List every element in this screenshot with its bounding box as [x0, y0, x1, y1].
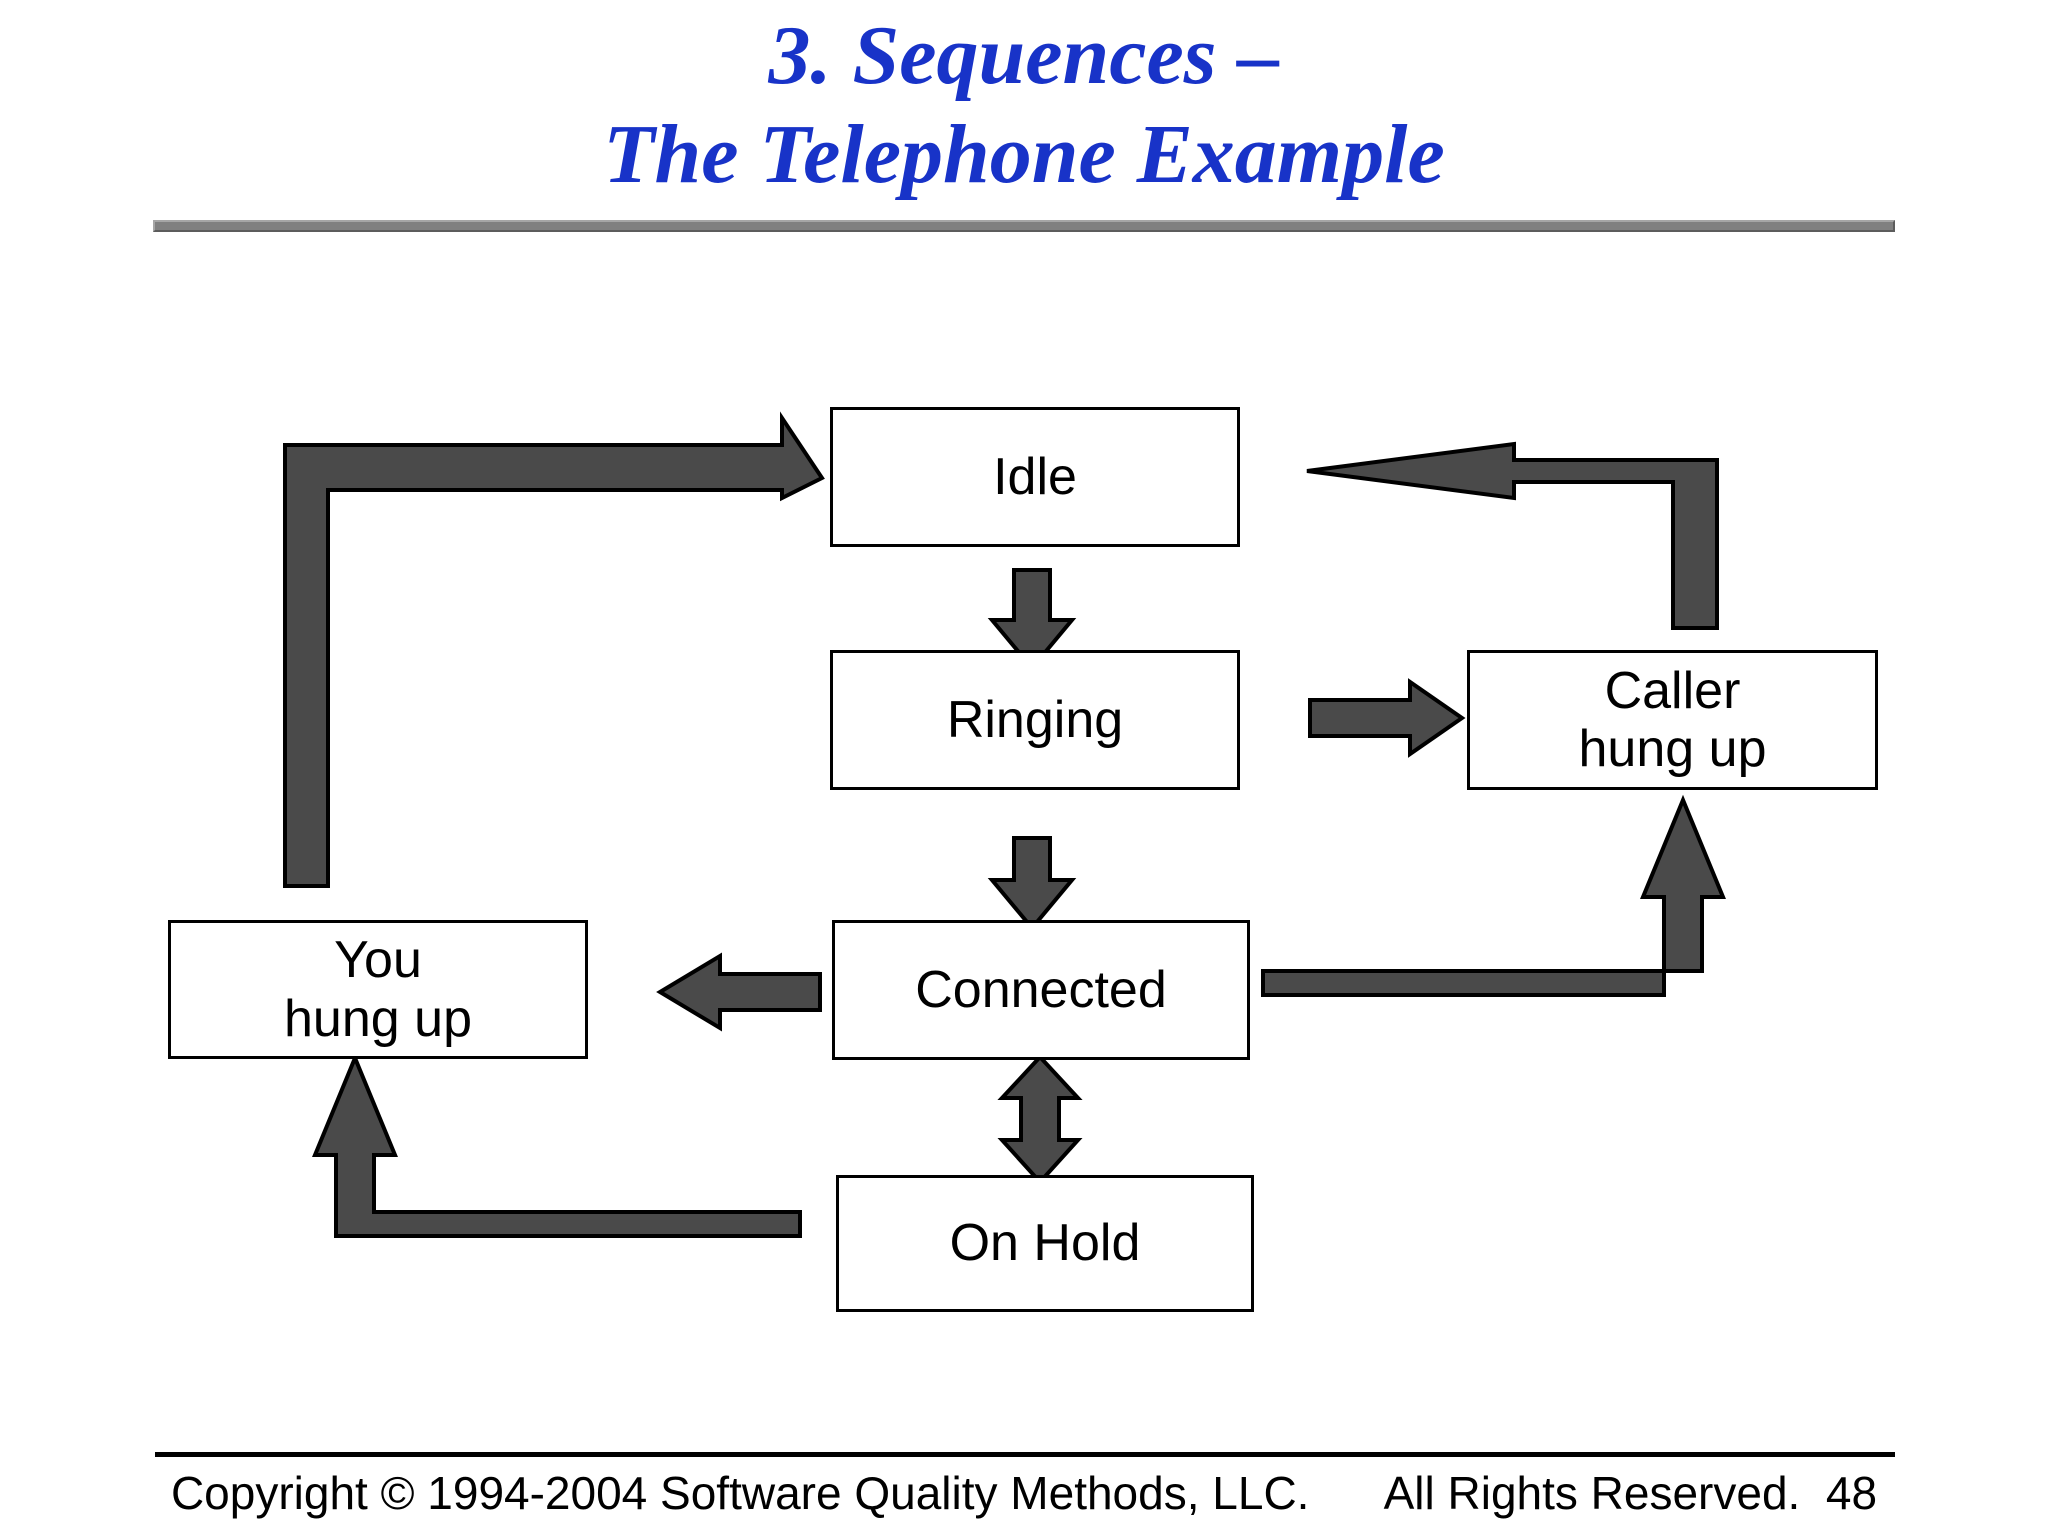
title-line-1: 3. Sequences – — [768, 9, 1280, 102]
footer-divider — [155, 1452, 1895, 1457]
title-divider-bar — [153, 220, 1895, 232]
state-label-on-hold: On Hold — [949, 1214, 1141, 1273]
arrow-ringing-to-caller — [1308, 678, 1466, 758]
arrow-connected-onhold-bidirectional — [997, 1054, 1083, 1185]
state-label-you-hung-up: You hung up — [284, 931, 472, 1048]
state-label-caller-hung-up: Caller hung up — [1578, 661, 1767, 778]
state-box-connected[interactable]: Connected — [832, 920, 1250, 1060]
state-box-idle[interactable]: Idle — [830, 407, 1240, 547]
arrow-onhold-to-you — [312, 1052, 802, 1238]
state-label-connected: Connected — [915, 960, 1167, 1019]
arrow-connected-to-caller — [1261, 794, 1726, 997]
state-box-caller-hung-up[interactable]: Caller hung up — [1467, 650, 1878, 790]
arrow-you-to-idle — [283, 411, 825, 888]
arrow-caller-to-idle — [1306, 441, 1719, 630]
state-box-ringing[interactable]: Ringing — [830, 650, 1240, 790]
footer-copyright: Copyright © 1994-2004 Software Quality M… — [170, 1467, 1878, 1519]
arrow-connected-to-you — [656, 952, 822, 1032]
state-box-on-hold[interactable]: On Hold — [836, 1175, 1254, 1312]
state-label-idle: Idle — [993, 447, 1077, 506]
state-box-you-hung-up[interactable]: You hung up — [168, 920, 588, 1059]
arrow-ringing-to-connected — [987, 836, 1077, 932]
page-title: 3. Sequences – The Telephone Example — [0, 6, 2048, 204]
title-line-2: The Telephone Example — [603, 108, 1445, 202]
state-label-ringing: Ringing — [946, 690, 1124, 749]
